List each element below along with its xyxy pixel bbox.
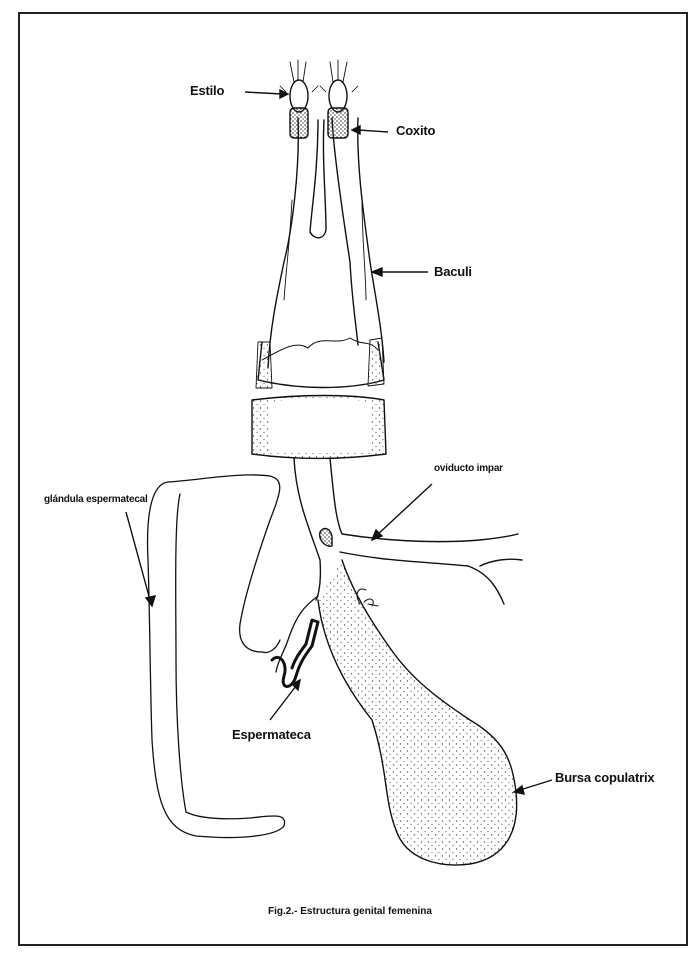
label-glandula-espermatecal: glándula espermatecal (44, 494, 148, 505)
estilo-coxito-structures (280, 60, 358, 138)
spermathecal-duct (148, 475, 318, 838)
label-bursa-copulatrix: Bursa copulatrix (555, 770, 654, 785)
genital-segment-lower (252, 396, 386, 459)
label-coxito: Coxito (396, 123, 435, 138)
label-espermateca: Espermateca (232, 727, 311, 742)
label-estilo: Estilo (190, 83, 224, 98)
label-oviducto-impar: oviducto impar (434, 463, 503, 474)
artist-signature (357, 589, 378, 606)
genital-segment-upper (256, 338, 384, 388)
bursa-copulatrix (318, 560, 517, 865)
oviduct-impar (294, 458, 522, 604)
figure-caption: Fig.2.- Estructura genital femenina (0, 906, 700, 917)
ovipositor-tube (268, 118, 384, 368)
label-baculi: Baculi (434, 264, 472, 279)
